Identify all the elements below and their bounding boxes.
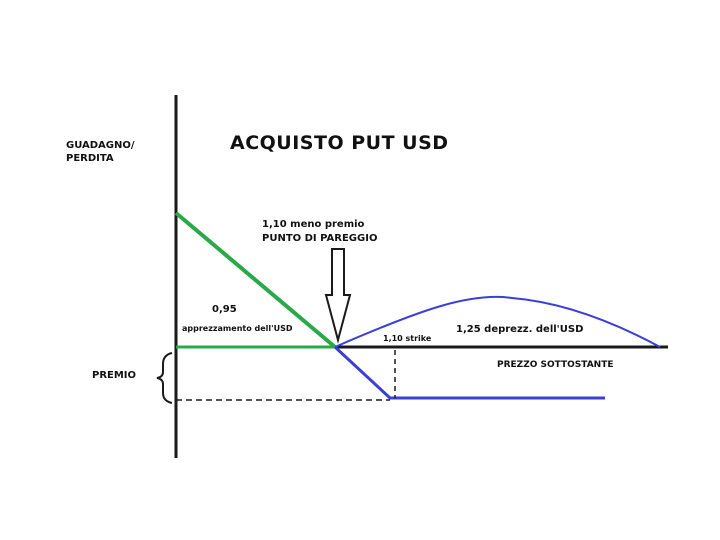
left-value-label: 0,95 bbox=[212, 304, 237, 315]
breakeven-arrow bbox=[324, 248, 352, 344]
breakeven-label-line2: PUNTO DI PAREGGIO bbox=[262, 233, 378, 244]
loss-line bbox=[333, 345, 605, 400]
left-caption-label: apprezzamento dell'USD bbox=[182, 324, 293, 333]
strike-label: 1,10 strike bbox=[383, 334, 432, 343]
x-axis-label: PREZZO SOTTOSTANTE bbox=[497, 360, 614, 370]
premium-label: PREMIO bbox=[92, 370, 137, 381]
right-caption-label: 1,25 deprezz. dell'USD bbox=[456, 324, 584, 335]
diagram-title: ACQUISTO PUT USD bbox=[230, 132, 449, 154]
profit-line-descending bbox=[174, 211, 337, 349]
y-axis-label-line2: PERDITA bbox=[66, 153, 114, 164]
premium-brace bbox=[156, 352, 173, 404]
depreciation-curve bbox=[334, 295, 661, 348]
breakeven-label-line1: 1,10 meno premio bbox=[262, 219, 365, 230]
y-axis-label-line1: GUADAGNO/ bbox=[66, 140, 135, 151]
